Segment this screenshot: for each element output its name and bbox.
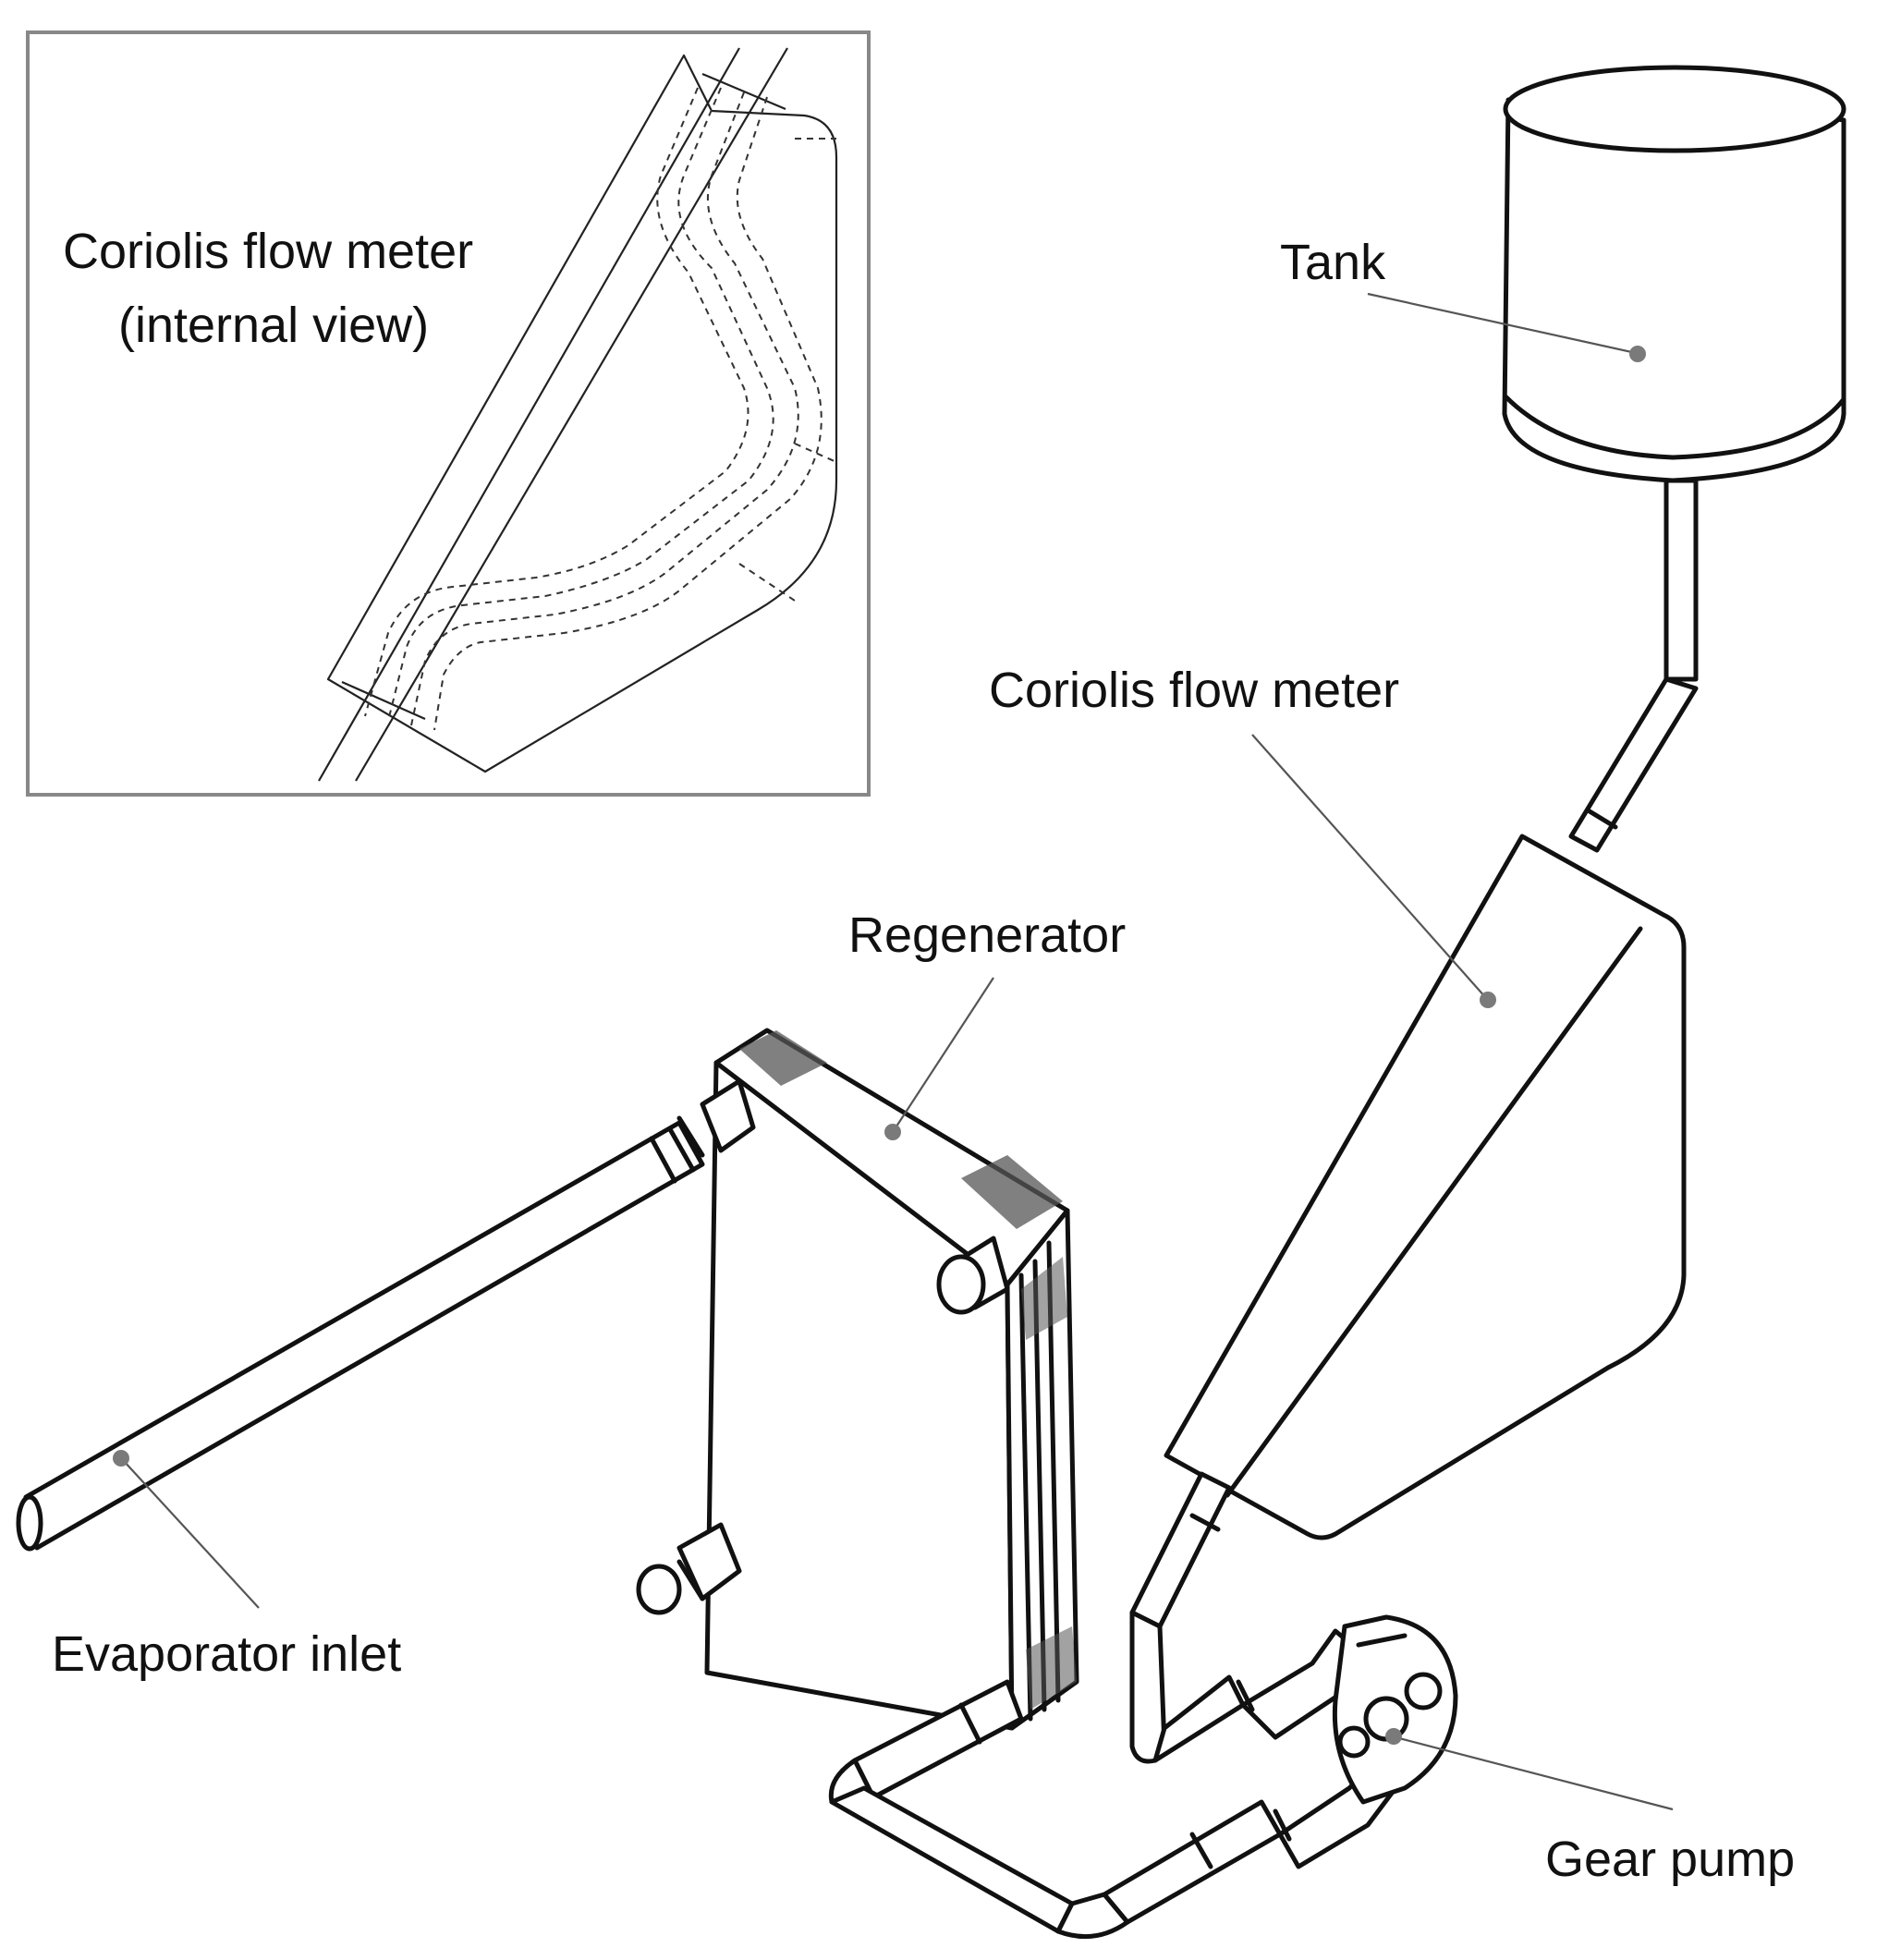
inset-panel: Coriolis flow meter (internal view) xyxy=(26,30,871,797)
leader-tank xyxy=(1367,292,1646,362)
gear-pump xyxy=(1236,1614,1458,1869)
leader-coriolis xyxy=(1251,734,1496,1008)
label-regenerator: Regenerator xyxy=(848,907,1126,963)
regenerator-port-upper-left xyxy=(676,1078,756,1158)
inset-title-line2: (internal view) xyxy=(118,298,429,353)
regenerator-port-lower-left xyxy=(636,1522,742,1615)
label-gear-pump: Gear pump xyxy=(1545,1832,1795,1887)
leader-gear-pump xyxy=(1385,1728,1674,1811)
inset-internal-tubes xyxy=(364,87,837,731)
tank-to-meter-pipe xyxy=(1568,676,1699,853)
regenerator-port-upper-right xyxy=(936,1236,1010,1315)
leader-dot-evaporator-inlet xyxy=(113,1450,129,1467)
lower-piping-loop xyxy=(828,1610,1283,1940)
inset-meter-outline xyxy=(318,47,838,782)
label-coriolis-flow-meter: Coriolis flow meter xyxy=(989,663,1399,718)
leader-dot-tank xyxy=(1629,346,1646,362)
regenerator xyxy=(636,1028,1079,1731)
leader-dot-gear-pump xyxy=(1385,1728,1402,1745)
label-evaporator-inlet: Evaporator inlet xyxy=(52,1626,401,1682)
leader-dot-coriolis xyxy=(1480,992,1496,1008)
label-tank: Tank xyxy=(1280,235,1386,290)
evaporator-inlet-pipe xyxy=(16,1120,705,1552)
coriolis-flow-meter xyxy=(1129,834,1687,1629)
inset-border xyxy=(26,30,871,797)
leader-evaporator-inlet xyxy=(113,1450,260,1609)
leader-regenerator xyxy=(884,977,994,1140)
inset-title-line1: Coriolis flow meter xyxy=(63,224,473,279)
tank xyxy=(1502,65,1846,682)
leader-dot-regenerator xyxy=(884,1124,901,1140)
